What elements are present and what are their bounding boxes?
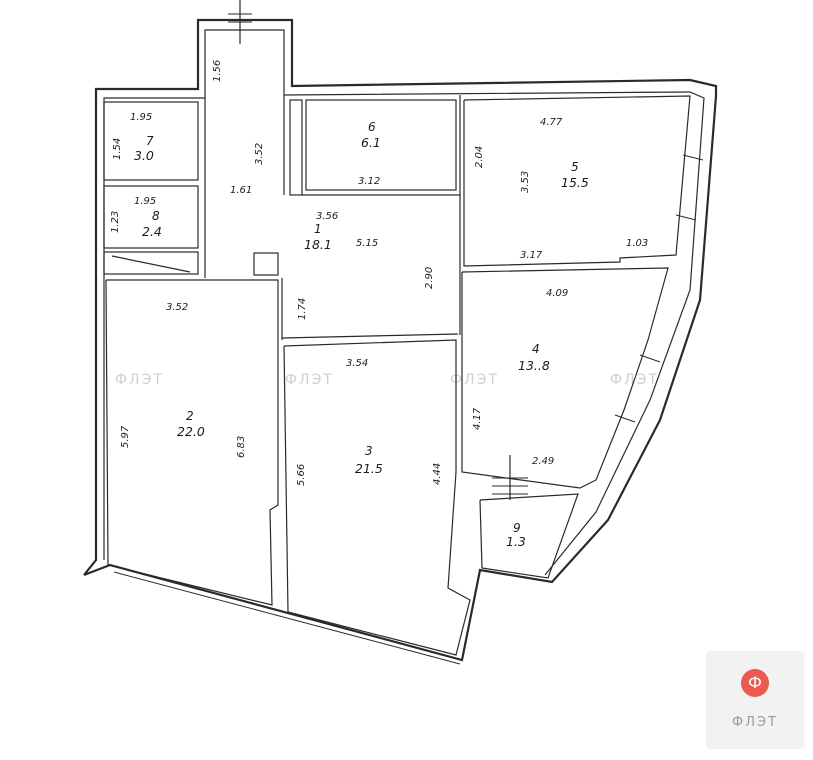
dim-room5-left: 2.04 — [474, 146, 485, 168]
room-3-walls — [283, 339, 471, 656]
room-9-area: 1.3 — [506, 534, 526, 549]
room-4-number: 4 — [532, 342, 540, 356]
wall-room1-room3 — [281, 333, 459, 339]
watermark-2: ФЛЭТ — [285, 372, 334, 388]
room-labels: 7 3.0 8 2.4 6 6.1 5 15.5 1 18.1 4 13..8 … — [134, 120, 589, 549]
duct-box — [103, 251, 199, 275]
room-3-area: 21.5 — [355, 461, 383, 476]
window-2-b — [614, 414, 636, 423]
hall-column — [253, 252, 279, 276]
window-bottom — [113, 571, 461, 665]
dim-hall-height: 3.52 — [254, 143, 265, 165]
duct-diagonal — [111, 255, 191, 273]
dim-room8-depth: 1.23 — [110, 211, 121, 233]
room-5-walls — [463, 95, 691, 267]
room-5-number: 5 — [571, 160, 579, 174]
closet-strip — [289, 99, 303, 196]
flat-logo: Ф ФЛЭТ — [706, 651, 804, 749]
dim-room2-width: 3.52 — [166, 302, 188, 313]
room-5-area: 15.5 — [561, 175, 589, 190]
dim-room4-width: 4.09 — [546, 288, 568, 299]
dim-room1-depth: 2.90 — [424, 267, 435, 289]
dim-room3-left: 5.66 — [296, 464, 307, 486]
dimension-labels: 1.56 3.52 1.61 1.95 1.54 1.95 1.23 3.12 … — [110, 60, 648, 486]
window-2-a — [639, 354, 661, 363]
inner-wall-outline — [103, 29, 705, 576]
windows — [113, 154, 704, 665]
watermark-3: ФЛЭТ — [450, 372, 499, 388]
watermark-4: ФЛЭТ — [610, 372, 659, 388]
room-8-area: 2.4 — [142, 224, 162, 239]
room-2-number: 2 — [186, 409, 194, 423]
dim-room1-left: 1.74 — [297, 298, 308, 320]
window-1-a — [682, 154, 704, 161]
dim-room6-width: 3.12 — [358, 176, 380, 187]
room-9-walls — [479, 493, 579, 579]
room-4-walls — [461, 267, 669, 489]
room-2-walls — [105, 279, 279, 606]
dim-room2-right: 6.83 — [236, 436, 247, 458]
dim-room5-top: 4.77 — [540, 117, 563, 128]
dim-room4-bottom: 2.49 — [532, 456, 554, 467]
hall-walls — [204, 0, 461, 335]
room-8-walls — [103, 185, 199, 249]
dim-room5-bottom-right: 1.03 — [626, 238, 648, 249]
dim-room1-width2: 5.15 — [356, 238, 378, 249]
outer-wall-outline — [83, 18, 718, 662]
watermark-1: ФЛЭТ — [115, 372, 164, 388]
room-1-number: 1 — [314, 222, 322, 236]
dim-room7-width: 1.95 — [130, 112, 152, 123]
room-6-number: 6 — [368, 120, 376, 134]
room-6-area: 6.1 — [361, 135, 381, 150]
room-2-area: 22.0 — [177, 424, 205, 439]
dim-room3-width: 3.54 — [346, 358, 368, 369]
dim-room5-bottom: 3.17 — [520, 250, 543, 261]
room-1-area: 18.1 — [304, 237, 332, 252]
window-1-b — [675, 214, 697, 221]
room-6-walls — [305, 99, 457, 191]
dim-hall-width: 1.61 — [230, 185, 252, 196]
room-7-area: 3.0 — [134, 148, 154, 163]
dim-hall-top: 1.56 — [212, 60, 223, 82]
dim-room2-left: 5.97 — [120, 425, 131, 448]
room-3-number: 3 — [365, 444, 373, 458]
room-4-area: 13..8 — [518, 358, 550, 373]
dim-room3-right: 4.44 — [432, 463, 443, 485]
dim-room8-width: 1.95 — [134, 196, 156, 207]
dim-room4-left: 4.17 — [472, 407, 483, 430]
logo-text: ФЛЭТ — [732, 715, 778, 730]
watermark-row: ФЛЭТ ФЛЭТ ФЛЭТ ФЛЭТ — [115, 372, 659, 388]
room-8-number: 8 — [152, 209, 160, 223]
dim-room1-width: 3.56 — [316, 211, 338, 222]
dim-room5-depth: 3.53 — [520, 171, 531, 193]
outer-walls — [83, 18, 718, 662]
room-7-walls — [103, 101, 199, 181]
room-9-number: 9 — [513, 521, 521, 535]
logo-mark-icon: Ф — [741, 669, 769, 697]
room-7-number: 7 — [146, 134, 154, 148]
dim-room7-depth: 1.54 — [112, 138, 123, 160]
